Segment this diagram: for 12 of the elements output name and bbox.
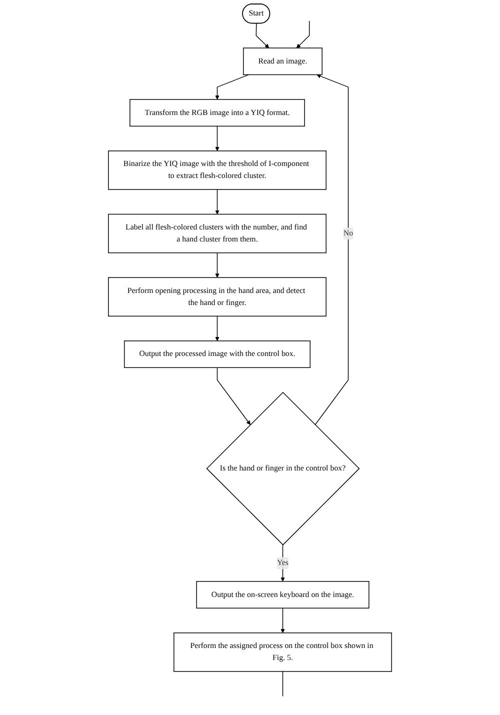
arrow: [280, 544, 285, 582]
arrow: [216, 367, 251, 425]
connector: [282, 671, 284, 697]
arrow: [280, 608, 285, 634]
arrow: [215, 126, 220, 152]
arrow: [296, 20, 310, 48]
arrow: [256, 23, 270, 48]
arrow: [215, 74, 250, 100]
arrow: [215, 189, 220, 214]
arrow: [215, 252, 220, 278]
arrow: [314, 74, 349, 426]
arrow: [215, 316, 220, 342]
